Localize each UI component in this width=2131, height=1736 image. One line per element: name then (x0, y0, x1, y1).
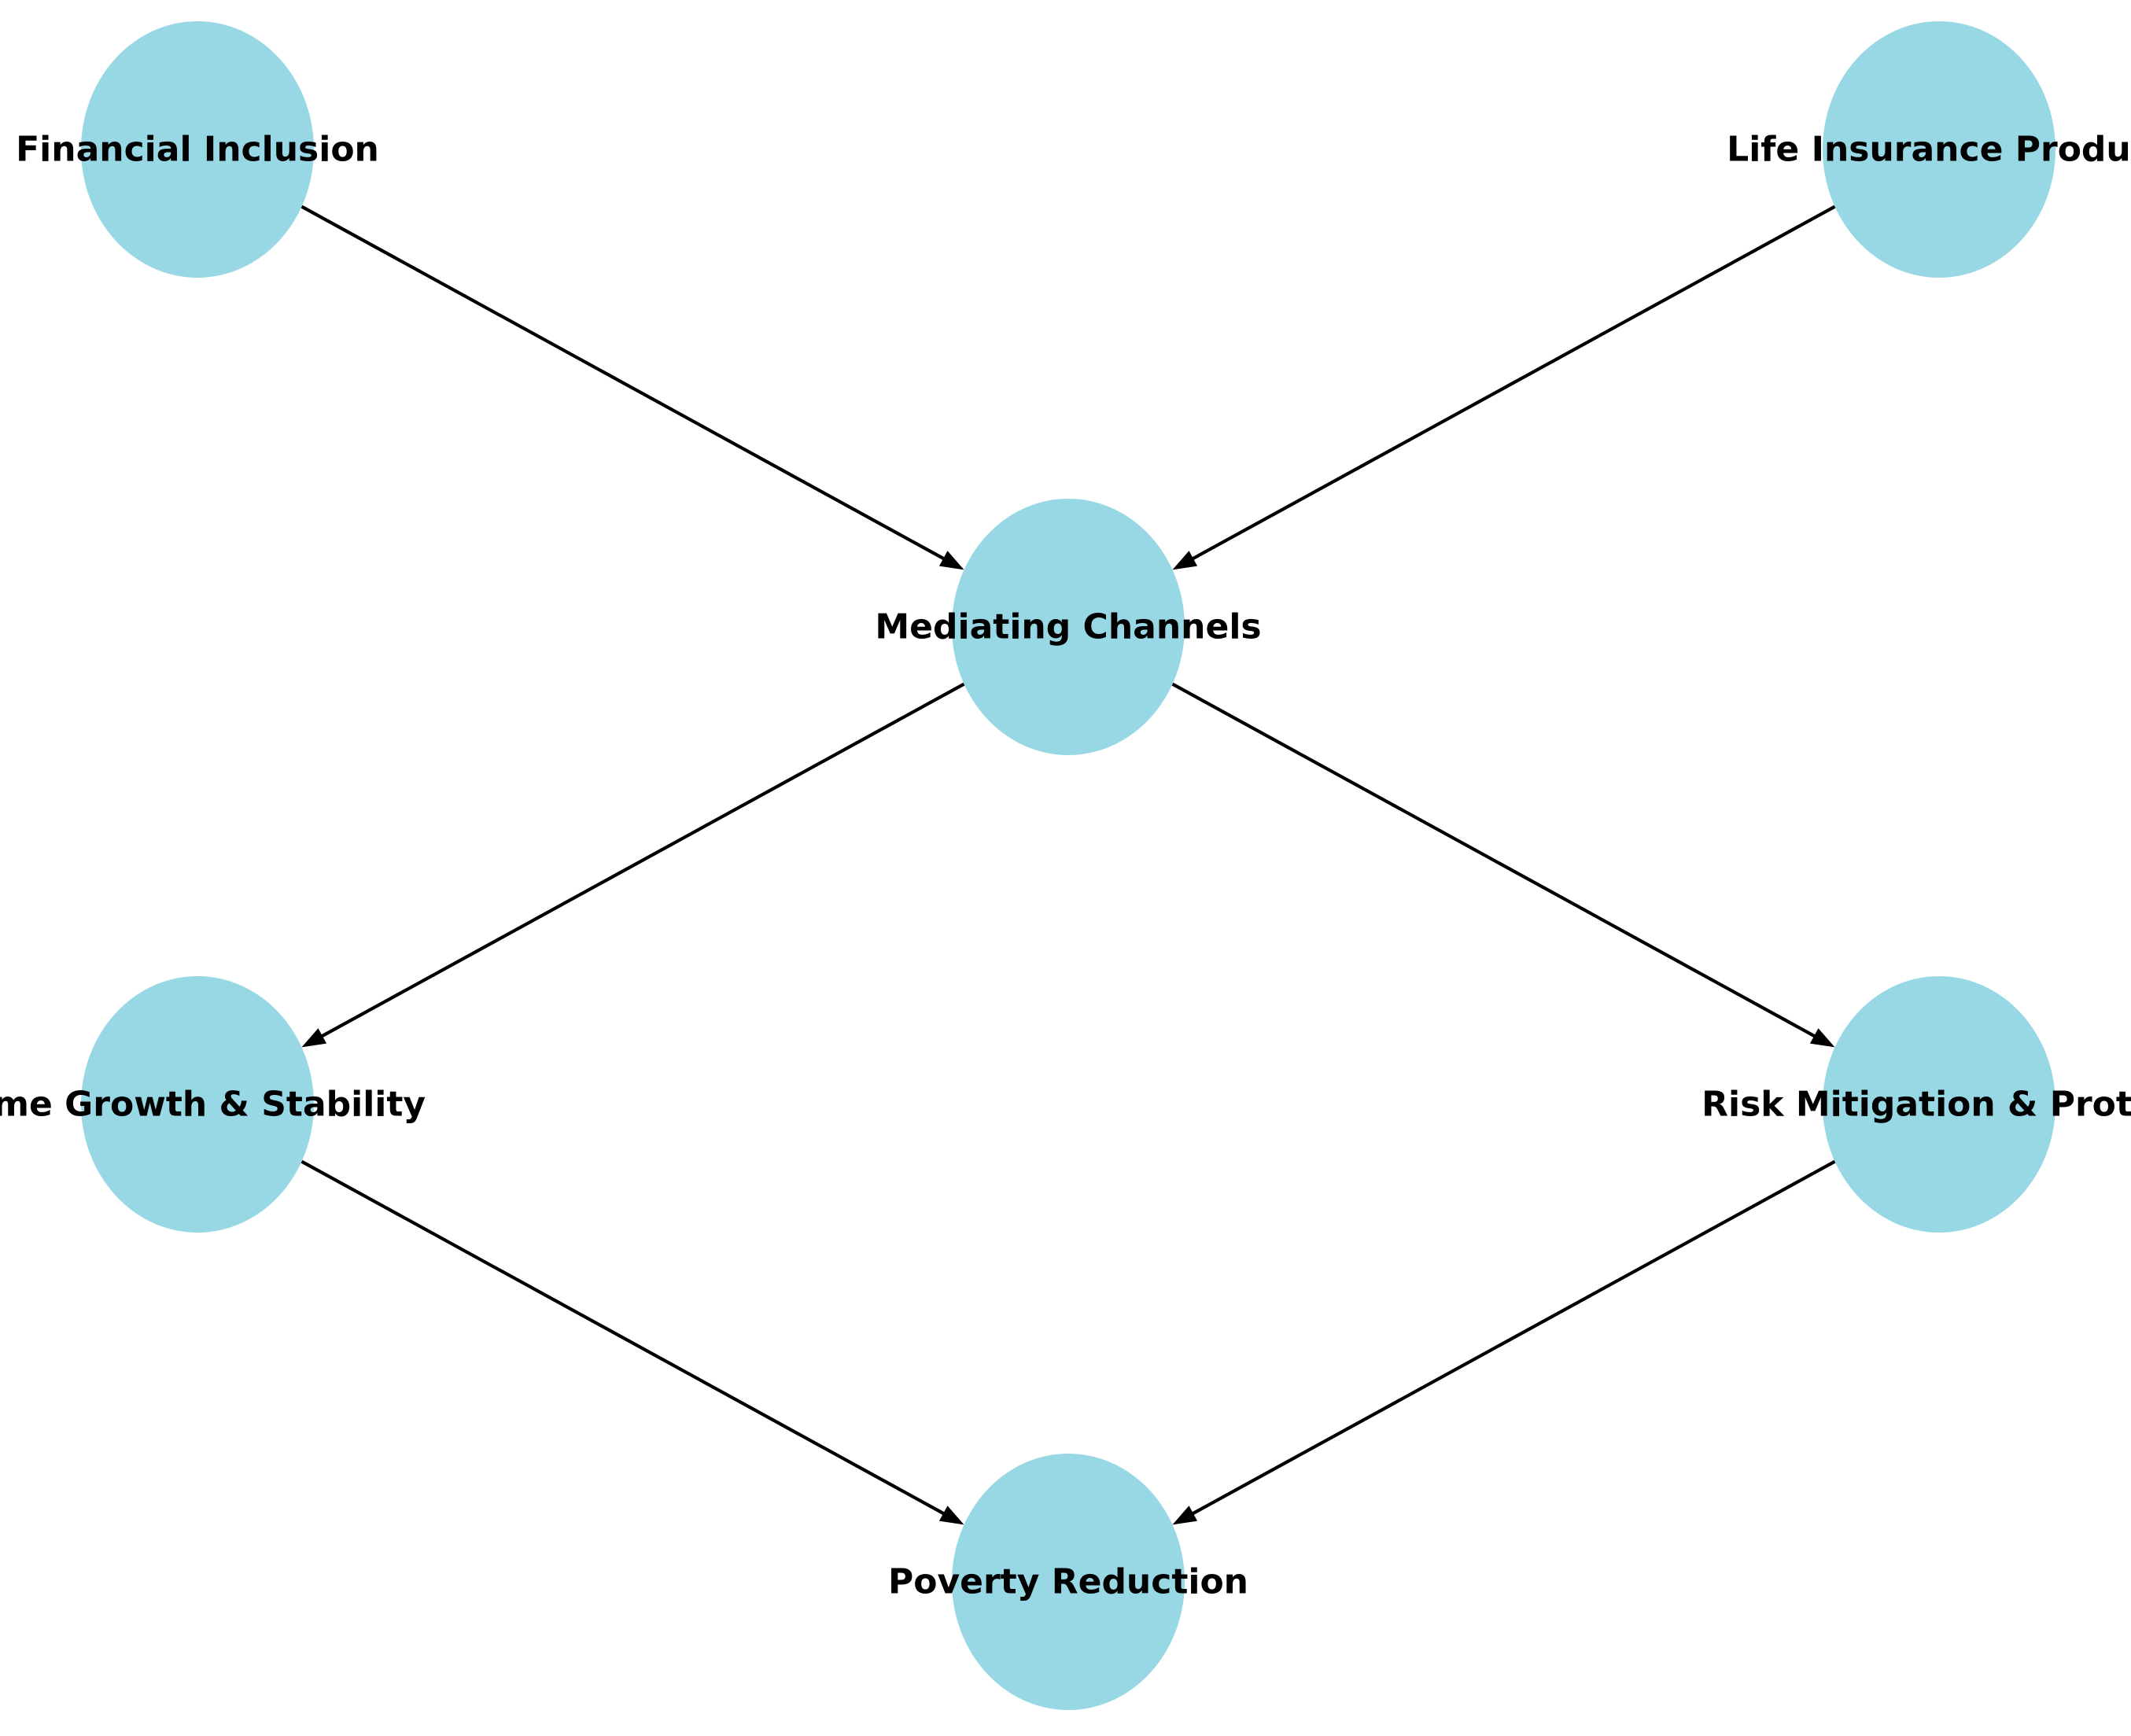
node-circle (1823, 21, 2055, 278)
arrowhead-icon (1172, 1506, 1198, 1525)
edge-line (1171, 682, 1818, 1039)
node-risk-mitigation-protection: Risk Mitigation & Protec (1701, 976, 2131, 1233)
edge-mediating-channels-to-risk-mitigation-protection (1171, 682, 1835, 1048)
arrowhead-icon (301, 1028, 327, 1048)
edge-risk-mitigation-protection-to-poverty-reduction (1172, 1159, 1836, 1525)
node-circle (81, 976, 314, 1233)
node-label: ome Growth & Stability (0, 1085, 426, 1125)
node-layer: Financial Inclusion Life Insurance Produc… (0, 21, 2131, 1710)
edge-line (300, 205, 947, 562)
arrowhead-icon (1809, 1028, 1835, 1048)
node-label: Risk Mitigation & Protec (1701, 1085, 2131, 1125)
edge-mediating-channels-to-income-growth-stability (301, 682, 965, 1048)
node-poverty-reduction: Poverty Reduction (888, 1454, 1248, 1710)
edge-line (1189, 205, 1836, 562)
edge-line (319, 682, 965, 1039)
node-circle (1823, 976, 2055, 1233)
node-income-growth-stability: ome Growth & Stability (0, 976, 426, 1233)
arrowhead-icon (938, 551, 964, 570)
edge-line (1189, 1159, 1836, 1517)
node-circle (952, 499, 1185, 755)
edge-life-insurance-products-to-mediating-channels (1172, 205, 1836, 570)
node-label: Poverty Reduction (888, 1562, 1248, 1602)
arrowhead-icon (1172, 551, 1198, 570)
node-financial-inclusion: Financial Inclusion (16, 21, 379, 278)
node-label: Financial Inclusion (16, 130, 379, 170)
edge-income-growth-stability-to-poverty-reduction (300, 1159, 964, 1525)
edge-layer (300, 205, 1836, 1525)
node-label: Life Insurance Produc (1727, 130, 2131, 170)
node-circle (952, 1454, 1185, 1710)
node-mediating-channels: Mediating Channels (875, 499, 1262, 755)
node-label: Mediating Channels (875, 607, 1261, 647)
node-circle (81, 21, 314, 278)
arrowhead-icon (938, 1506, 964, 1525)
edge-line (300, 1159, 947, 1517)
node-life-insurance-products: Life Insurance Produc (1727, 21, 2131, 278)
edge-financial-inclusion-to-mediating-channels (300, 205, 964, 570)
